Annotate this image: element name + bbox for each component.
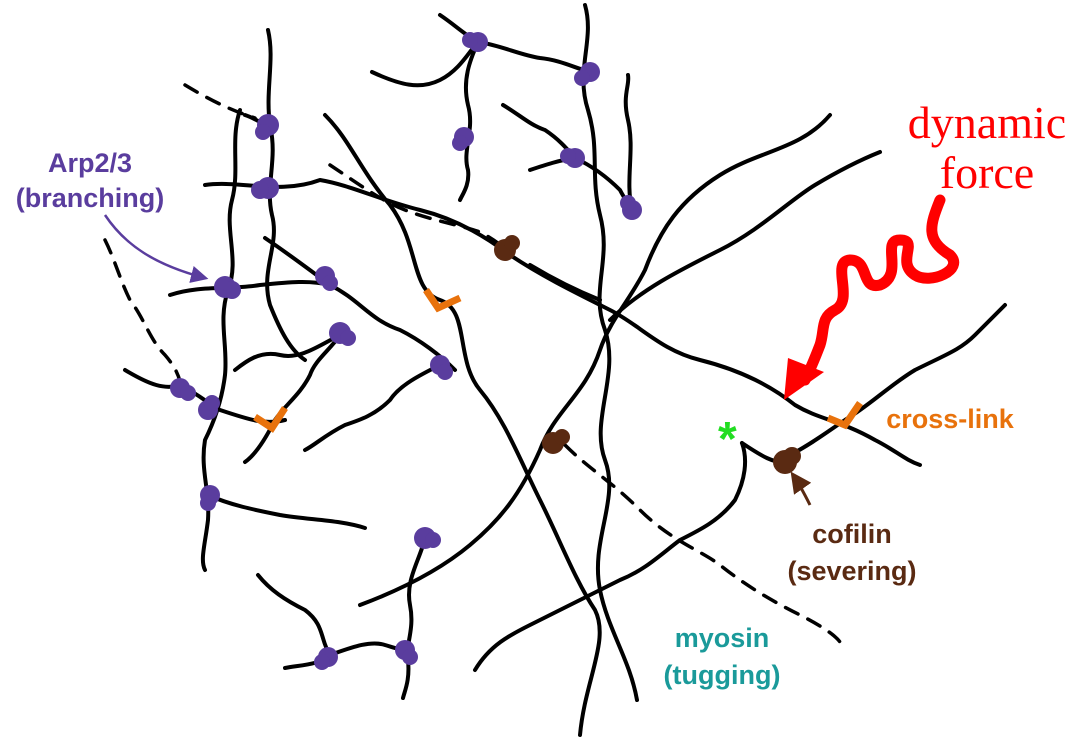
star-marker: * bbox=[718, 413, 737, 466]
crosslink-mark bbox=[826, 401, 863, 430]
actin-filament bbox=[358, 113, 832, 607]
severed-filaments bbox=[103, 83, 842, 644]
curved-arrow-icon bbox=[790, 471, 812, 506]
dashed-filament bbox=[563, 443, 842, 644]
crosslink-mark bbox=[423, 288, 462, 313]
crosslink-mark bbox=[253, 406, 288, 433]
cofilin-label-line1: cofilin bbox=[812, 519, 892, 549]
force-label-line2: force bbox=[940, 147, 1034, 198]
actin-filament bbox=[303, 363, 442, 452]
actin-filament bbox=[243, 333, 342, 464]
actin-filament bbox=[528, 263, 602, 302]
dashed-filament bbox=[183, 83, 257, 120]
actin-filaments bbox=[123, 3, 1007, 737]
wavy-arrow-icon bbox=[799, 194, 959, 386]
actin-filament bbox=[323, 113, 602, 737]
cofilin-label-line2: (severing) bbox=[787, 556, 916, 586]
force-label-line1: dynamic bbox=[908, 97, 1066, 148]
actin-filament bbox=[265, 28, 307, 362]
crosslink-label: cross-link bbox=[886, 404, 1015, 434]
actin-filament bbox=[608, 150, 882, 322]
actin-filament bbox=[788, 303, 1007, 457]
dashed-filament bbox=[103, 238, 184, 392]
actin-filament bbox=[168, 279, 457, 372]
arp-label-line2: (branching) bbox=[16, 183, 165, 213]
actin-filament bbox=[206, 493, 367, 530]
actin-filament bbox=[401, 536, 427, 700]
dashed-filament bbox=[328, 163, 507, 250]
actin-filament bbox=[200, 108, 242, 572]
myosin-label-line2: (tugging) bbox=[664, 660, 781, 690]
cross-links bbox=[253, 288, 863, 433]
arp-label-line1: Arp2/3 bbox=[48, 148, 132, 178]
actin-filament bbox=[473, 441, 748, 672]
cofilin-proteins bbox=[494, 235, 801, 474]
curved-arrow-icon bbox=[103, 214, 209, 283]
force-arrowhead bbox=[784, 358, 824, 400]
myosin-label-line1: myosin bbox=[675, 623, 770, 653]
actin-filament bbox=[256, 573, 332, 670]
arp23-complexes bbox=[170, 32, 642, 670]
actin-filament bbox=[328, 641, 407, 657]
actin-filament bbox=[458, 40, 480, 202]
actin-filament bbox=[623, 73, 634, 212]
force-arrow bbox=[784, 194, 959, 400]
actin-filament bbox=[233, 333, 342, 372]
actin-filament bbox=[203, 178, 922, 467]
